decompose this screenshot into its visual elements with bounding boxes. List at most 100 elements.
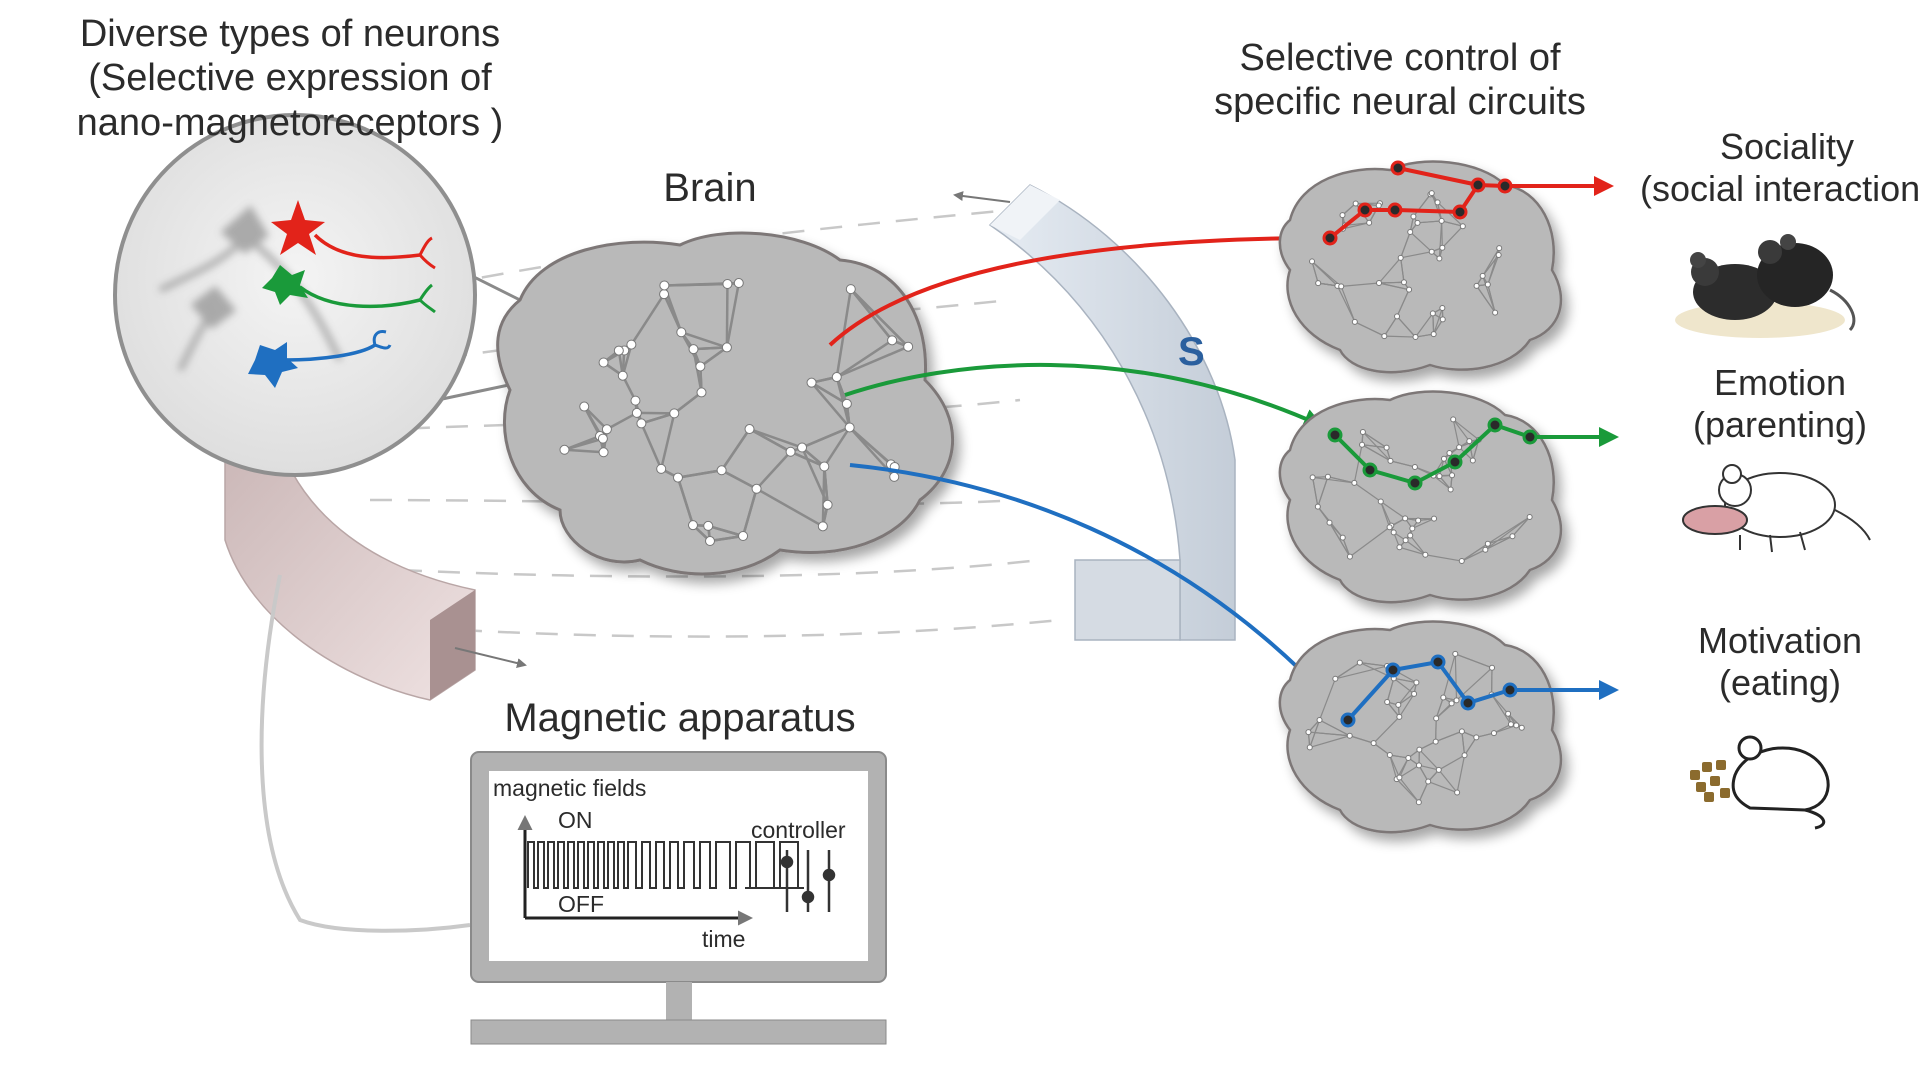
network-node <box>1492 309 1499 316</box>
motivation-subtitle: (eating) <box>1718 662 1842 704</box>
network-link <box>1389 754 1409 759</box>
network-link <box>693 346 727 351</box>
network-link <box>1354 321 1385 337</box>
network-node <box>1458 728 1465 735</box>
network-node <box>1386 524 1393 531</box>
network-node <box>1305 729 1312 736</box>
network-link <box>1400 257 1405 283</box>
network-node <box>1356 659 1363 666</box>
network-node <box>1415 762 1422 769</box>
neuron-types-line1: Diverse types of neurons <box>79 13 501 55</box>
network-node <box>598 447 609 458</box>
network-link <box>1349 735 1374 744</box>
network-link <box>1418 749 1440 771</box>
network-link <box>564 448 604 454</box>
network-link <box>741 488 758 537</box>
network-node <box>598 357 609 368</box>
time-label: time <box>702 926 745 952</box>
network-link <box>1399 546 1426 556</box>
red-pathway-arrow <box>828 228 1314 347</box>
network-link <box>810 381 848 405</box>
network-node <box>656 463 667 474</box>
network-node <box>1415 517 1422 524</box>
network-node <box>1407 228 1414 235</box>
network-link <box>1399 764 1420 778</box>
apparatus-cable <box>259 574 471 933</box>
network-link <box>1378 281 1405 284</box>
network-link <box>1319 719 1351 737</box>
network-link <box>1380 501 1406 519</box>
network-node <box>1439 244 1446 251</box>
network-link <box>1461 549 1486 562</box>
network-node <box>1482 546 1489 553</box>
network-link <box>1461 731 1466 756</box>
motivation-title: Motivation <box>1697 620 1863 661</box>
network-node <box>1400 279 1407 286</box>
network-node <box>1359 429 1366 436</box>
network-link <box>1361 444 1387 449</box>
controller-sliders <box>780 850 836 912</box>
brain-label: Brain <box>663 166 757 210</box>
network-node <box>1410 213 1417 220</box>
network-link <box>1441 220 1463 227</box>
network-node <box>1395 701 1402 708</box>
emotion-title: Emotion <box>1713 362 1847 403</box>
network-node <box>822 499 833 510</box>
network-node <box>1375 202 1382 209</box>
network-link <box>823 466 829 505</box>
circuits-header: Selective control of specific neural cir… <box>1200 36 1600 125</box>
network-node <box>1466 438 1473 445</box>
network-node <box>703 520 714 531</box>
network-node <box>1314 503 1321 510</box>
network-link <box>1353 482 1382 503</box>
network-link <box>1482 254 1500 277</box>
network-node <box>1431 515 1438 522</box>
network-node <box>1458 558 1465 565</box>
network-link <box>1433 475 1452 490</box>
network-node <box>1409 525 1416 532</box>
network-link <box>1396 289 1410 317</box>
circuits-header-line2: specific neural circuits <box>1214 81 1586 124</box>
network-link <box>676 477 695 526</box>
network-link <box>692 348 703 393</box>
network-link <box>1487 535 1513 545</box>
network-link <box>1342 537 1351 557</box>
network-node <box>1433 715 1440 722</box>
network-link <box>1487 284 1496 313</box>
network-link <box>1349 526 1390 558</box>
network-link <box>1415 313 1434 338</box>
network-node <box>751 483 762 494</box>
network-node <box>687 520 698 531</box>
outcome-emotion: Emotion (parenting) <box>1660 362 1900 446</box>
network-node <box>1434 199 1441 206</box>
network-node <box>1414 219 1421 226</box>
network-node <box>1324 473 1331 480</box>
network-node <box>1448 700 1455 707</box>
network-node <box>1306 744 1313 751</box>
network-link <box>1455 653 1493 669</box>
network-link <box>1312 476 1355 484</box>
network-link <box>641 412 675 425</box>
network-node <box>1346 553 1353 560</box>
network-node <box>1429 310 1436 317</box>
network-link <box>755 487 824 528</box>
small-brain-sociality <box>1278 160 1563 374</box>
network-link <box>1452 419 1470 442</box>
network-node <box>744 424 755 435</box>
network-node <box>1513 722 1520 729</box>
network-link <box>640 422 663 470</box>
network-link <box>1317 506 1330 523</box>
network-link <box>1454 653 1458 701</box>
network-link <box>1405 539 1426 556</box>
network-link <box>1418 764 1439 771</box>
network-link <box>1397 693 1415 706</box>
network-link <box>1476 732 1495 738</box>
network-link <box>1359 661 1388 667</box>
network-link <box>801 426 851 449</box>
mouse-eating-icon <box>1690 735 1830 830</box>
network-node <box>617 370 628 381</box>
network-link <box>1435 702 1453 719</box>
network-node <box>1415 799 1422 806</box>
network-node <box>695 361 706 372</box>
